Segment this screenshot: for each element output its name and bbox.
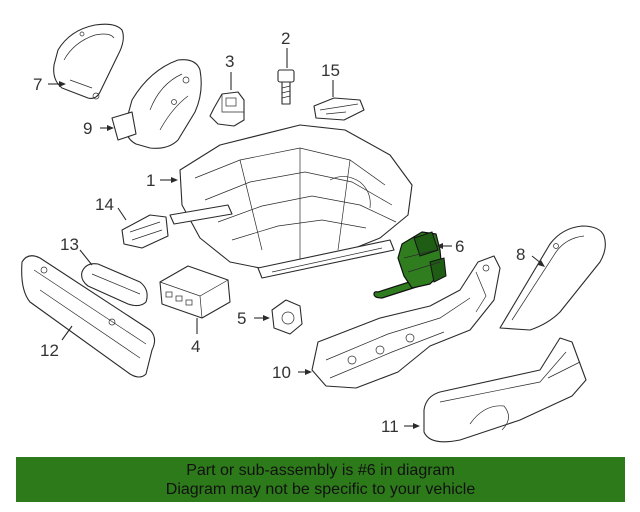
leader-9 <box>100 125 114 131</box>
part-7-side-cover[interactable] <box>53 23 124 100</box>
callout-9[interactable]: 9 <box>83 119 92 138</box>
leader-14 <box>117 207 127 221</box>
part-3-bracket[interactable] <box>209 91 245 127</box>
leader-7 <box>48 81 66 87</box>
part-15-clip[interactable] <box>313 97 365 121</box>
callout-11[interactable]: 11 <box>381 417 399 436</box>
leader-5 <box>254 315 270 321</box>
part-9-cover-panel[interactable] <box>111 59 202 149</box>
parts-diagram: 7 9 3 2 15 <box>21 23 606 443</box>
banner-line-1: Part or sub-assembly is #6 in diagram <box>186 462 455 479</box>
leader-8 <box>531 255 545 267</box>
part-6-actuator-highlighted[interactable] <box>373 231 447 299</box>
leader-11 <box>404 423 420 429</box>
callout-13[interactable]: 13 <box>60 235 79 254</box>
part-1-seat-frame[interactable] <box>169 124 413 279</box>
leader-13 <box>79 249 93 266</box>
leader-12 <box>61 325 73 341</box>
callout-3[interactable]: 3 <box>225 52 234 71</box>
part-8-backrest-cover[interactable] <box>499 225 606 331</box>
part-12-side-trim[interactable] <box>21 255 156 378</box>
part-4-control-module[interactable] <box>159 265 231 319</box>
callout-7[interactable]: 7 <box>33 75 42 94</box>
callout-14[interactable]: 14 <box>95 195 114 214</box>
info-banner: Part or sub-assembly is #6 in diagram Di… <box>16 457 625 502</box>
callout-8[interactable]: 8 <box>516 245 525 264</box>
callout-12[interactable]: 12 <box>40 341 59 360</box>
callout-1[interactable]: 1 <box>146 171 155 190</box>
part-13-handle-cover[interactable] <box>81 263 148 307</box>
callout-15[interactable]: 15 <box>321 61 340 80</box>
part-14-trim[interactable] <box>121 214 169 249</box>
callout-2[interactable]: 2 <box>281 29 290 48</box>
leader-1 <box>160 177 178 183</box>
part-2-bolt[interactable] <box>277 69 295 105</box>
leader-10 <box>298 369 312 375</box>
callout-4[interactable]: 4 <box>191 337 200 356</box>
callout-5[interactable]: 5 <box>237 309 246 328</box>
part-5-switch[interactable] <box>271 299 303 335</box>
callout-6[interactable]: 6 <box>455 237 464 256</box>
part-10-side-frame[interactable] <box>311 255 501 389</box>
callout-10[interactable]: 10 <box>272 363 291 382</box>
part-11-lower-panel[interactable] <box>423 337 587 443</box>
leader-6 <box>436 243 452 249</box>
banner-line-2: Diagram may not be specific to your vehi… <box>165 481 476 498</box>
